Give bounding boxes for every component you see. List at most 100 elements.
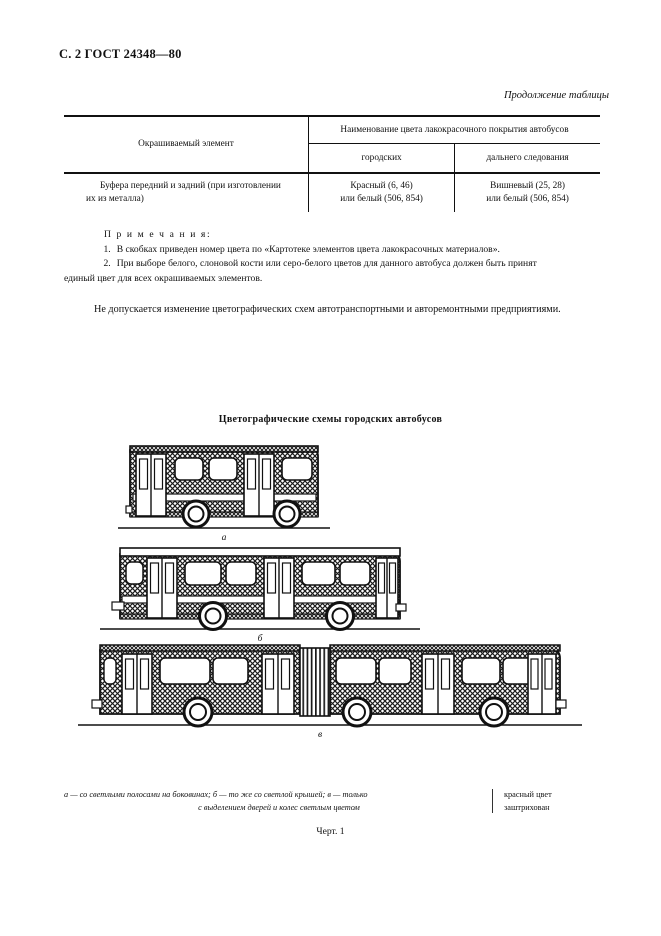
bus-v-window-5 bbox=[461, 657, 501, 685]
bus-v-front-door-pane-left bbox=[124, 658, 135, 690]
bus-v-window-2 bbox=[212, 657, 249, 685]
figure-bus-diagrams: а bbox=[0, 436, 661, 746]
table-header-row: Окрашиваемый элемент Наименование цвета … bbox=[64, 115, 600, 174]
bus-v-articulation-bellows bbox=[299, 647, 331, 717]
standard-designation: ГОСТ 24348—80 bbox=[84, 47, 182, 61]
table-subheader-row: городских дальнего следования bbox=[64, 143, 600, 174]
bus-diagram-a bbox=[118, 445, 330, 529]
bus-b-rear-door-pane-right bbox=[388, 562, 397, 594]
bus-a-middle-door-pane-left bbox=[246, 458, 257, 490]
bus-a-wheel-rear bbox=[272, 499, 302, 529]
cell-longdistance-color: Вишневый (25, 28) или белый (506, 854) bbox=[454, 173, 600, 212]
bus-a-roof bbox=[129, 445, 319, 453]
bus-a-wheel-front bbox=[181, 499, 211, 529]
bus-b-middle-door-pane-left bbox=[266, 562, 277, 594]
bus-b-middle-door-pane-right bbox=[281, 562, 292, 594]
cell-city-color: Красный (6, 46) или белый (506, 854) bbox=[307, 173, 455, 212]
header-cell-element: Окрашиваемый элемент bbox=[64, 115, 309, 174]
bus-b-front-door-pane-right bbox=[164, 562, 175, 594]
cell-element-name: Буфера передний и задний (при изготовлен… bbox=[64, 173, 309, 212]
figure-caption: а — со светлыми полосами на боковинах; б… bbox=[64, 788, 600, 815]
bus-v-second-door-pane-right bbox=[280, 658, 291, 690]
bus-a-window-3 bbox=[281, 457, 313, 481]
bus-v-third-door-pane-left bbox=[424, 658, 435, 690]
bus-a-window-2 bbox=[208, 457, 238, 481]
note-2-number: 2. bbox=[103, 258, 111, 270]
bus-schemes-svg: а bbox=[78, 445, 582, 740]
bus-v-front-door-pane-right bbox=[139, 658, 150, 690]
note-item-2: 2. При выборе белого, слоновой кости или … bbox=[64, 257, 600, 272]
bus-v-window-1 bbox=[159, 657, 211, 685]
bus-b-rear-door-pane-left bbox=[377, 562, 386, 594]
bus-v-rear-door-pane-right bbox=[544, 658, 553, 690]
bus-v-front-bumper bbox=[91, 699, 103, 709]
bus-v-wheel-3 bbox=[478, 696, 510, 728]
header-cell-color-group: Наименование цвета лакокрасочного покрыт… bbox=[308, 115, 600, 144]
note-item-1: 1. В скобках приведен номер цвета по «Кар… bbox=[64, 243, 600, 258]
figure-number: Черт. 1 bbox=[316, 826, 345, 837]
body-paragraph: Не допускается изменение цветографически… bbox=[64, 302, 600, 318]
cell-longdistance-color-line2: или белый (506, 854) bbox=[486, 194, 569, 204]
bus-v-wheel-1 bbox=[182, 696, 214, 728]
cell-city-color-line1: Красный (6, 46) bbox=[350, 180, 413, 191]
legend-brace bbox=[492, 789, 494, 813]
bus-a-label: а bbox=[222, 533, 227, 543]
bus-a-front-bumper bbox=[125, 505, 133, 514]
bus-v-front-roof bbox=[99, 644, 301, 652]
table-continued-note: Продолжение таблицы bbox=[503, 90, 609, 101]
bus-b-label: б bbox=[258, 633, 264, 644]
bus-diagram-b bbox=[100, 547, 420, 631]
bus-b-light-roof bbox=[119, 547, 401, 557]
bus-v-rear-door-pane-left bbox=[530, 658, 539, 690]
bus-v-rear-roof bbox=[329, 644, 561, 652]
body-paragraph-text: Не допускается изменение цветографически… bbox=[94, 304, 561, 315]
note-2-text: При выборе белого, слоновой кости или се… bbox=[116, 258, 537, 270]
bus-a-front-door-pane-left bbox=[138, 458, 149, 490]
bus-v-window-4 bbox=[378, 657, 412, 685]
bus-v-window-3 bbox=[335, 657, 377, 685]
cell-city-color-line2: или белый (506, 854) bbox=[340, 194, 423, 204]
note-1-number: 1. bbox=[103, 243, 111, 255]
header-cell-city: городских bbox=[307, 143, 455, 174]
header-cell-longdistance: дальнего следования bbox=[454, 143, 600, 174]
bus-b-window-4 bbox=[339, 561, 371, 586]
bus-b-front-door-pane-left bbox=[149, 562, 160, 594]
bus-a-middle-door-pane-right bbox=[261, 458, 272, 490]
bus-diagram-v bbox=[78, 644, 582, 728]
legend-line2: заштрихован bbox=[504, 803, 550, 813]
figure-caption-main: а — со светлыми полосами на боковинах; б… bbox=[64, 788, 464, 815]
bus-v-label: в bbox=[318, 730, 322, 740]
bus-b-front-window bbox=[125, 561, 144, 585]
paint-color-table: Окрашиваемый элемент Наименование цвета … bbox=[64, 115, 600, 212]
bus-a-light-stripe bbox=[132, 493, 317, 502]
bus-a-window-1 bbox=[174, 457, 204, 481]
bus-a-skirt bbox=[129, 511, 319, 518]
page-header: С. 2 ГОСТ 24348—80 bbox=[59, 47, 182, 62]
bus-b-window-2 bbox=[225, 561, 257, 586]
bus-b-wheel-rear bbox=[325, 601, 355, 631]
bus-b-wheel-front bbox=[198, 601, 228, 631]
bus-v-wheel-2 bbox=[341, 696, 373, 728]
notes-block: П р и м е ч а н и я: 1. В скобках приведе… bbox=[64, 228, 600, 286]
bus-b-front-bumper bbox=[111, 601, 125, 611]
note-1-text: В скобках приведен номер цвета по «Карто… bbox=[116, 243, 500, 255]
bus-v-third-door-pane-right bbox=[440, 658, 451, 690]
figure-caption-line1: а — со светлыми полосами на боковинах; б… bbox=[64, 790, 368, 799]
note-2-continuation: единый цвет для всех окрашиваемых элемен… bbox=[64, 272, 263, 284]
bus-v-second-door-pane-left bbox=[264, 658, 275, 690]
bus-b-skirt bbox=[119, 613, 401, 620]
figure-title: Цветографические схемы городских автобус… bbox=[218, 414, 443, 425]
cell-element-name-line2: их из металла) bbox=[86, 194, 144, 204]
bus-b-rear-bumper bbox=[395, 603, 407, 612]
legend-line1: красный цвет bbox=[504, 790, 552, 799]
page-number: С. 2 bbox=[59, 47, 82, 61]
cell-element-name-line1: Буфера передний и задний (при изготовлен… bbox=[100, 180, 281, 191]
bus-v-front-window bbox=[103, 657, 117, 685]
figure-caption-line2: с выделением дверей и колес светлым цвет… bbox=[198, 803, 360, 813]
table-row: Буфера передний и задний (при изготовлен… bbox=[64, 173, 600, 212]
bus-a-front-door-pane-right bbox=[153, 458, 164, 490]
bus-b-window-1 bbox=[184, 561, 222, 586]
bus-b-window-3 bbox=[301, 561, 336, 586]
notes-title: П р и м е ч а н и я: bbox=[104, 229, 212, 240]
